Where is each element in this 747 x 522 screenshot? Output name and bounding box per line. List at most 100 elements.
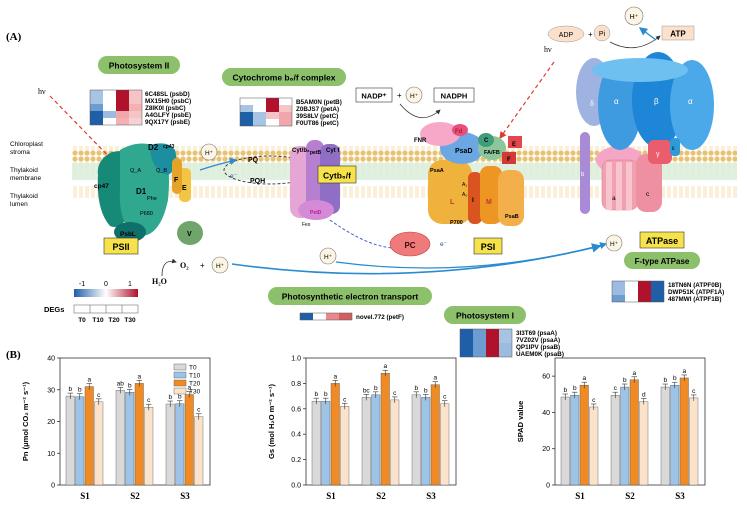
significance-letter: b bbox=[673, 375, 677, 382]
ps2-heatmap bbox=[89, 89, 143, 126]
pc-oval bbox=[389, 231, 431, 257]
category-label: S1 bbox=[575, 491, 585, 501]
cyt-sub-cytb6: Cyt/b₆ bbox=[292, 148, 310, 154]
significance-letter: b bbox=[168, 394, 172, 401]
y-tick-label: 0.0 bbox=[291, 483, 301, 490]
ps2-sub-e: E bbox=[182, 185, 187, 192]
y-tick-label: 0 bbox=[51, 483, 55, 490]
significance-letter: b bbox=[414, 385, 418, 392]
ps2-gene-3: Z8IK0I (psbC) bbox=[145, 105, 186, 112]
ps1-gene-3: QP1IPV (psaB) bbox=[516, 344, 560, 351]
nadph-arrow bbox=[399, 103, 441, 118]
cyt-box: Cytb₆/f bbox=[317, 165, 357, 184]
psii-box-label: PSII bbox=[112, 242, 129, 252]
pet-title-pill: Photosynthetic electron transport bbox=[268, 287, 432, 305]
significance-letter: a bbox=[137, 373, 141, 380]
bar bbox=[144, 407, 154, 486]
significance-letter: a bbox=[433, 375, 437, 382]
bar bbox=[75, 396, 85, 486]
cyt-box-label: Cytb₆/f bbox=[323, 171, 351, 181]
ps2-gene-2: MX15H0 (psbC) bbox=[145, 98, 191, 105]
bar bbox=[175, 403, 185, 486]
significance-letter: c bbox=[343, 396, 347, 403]
significance-letter: a bbox=[87, 377, 91, 384]
ps1-sub-a0: A₀ bbox=[462, 192, 467, 198]
proton-exit-arrow bbox=[638, 27, 657, 41]
significance-letter: b bbox=[374, 385, 378, 392]
bar bbox=[570, 394, 580, 486]
pq-label: PQ bbox=[248, 157, 259, 164]
deg-scale: -1 0 1 DEGs T0 T10 T20 T30 bbox=[44, 281, 139, 324]
thylakoid-membrane-label-1: Thylakoid bbox=[10, 167, 38, 174]
bar bbox=[411, 394, 421, 486]
cyt-gene-list: B5AM0N (petB) Z0BJS7 (petA) 39S8LV (petC… bbox=[296, 99, 342, 127]
bar bbox=[689, 397, 699, 486]
ps1-sub-a1: A₁ bbox=[462, 182, 467, 188]
ps1-sub-fafb: FA/FB bbox=[484, 150, 500, 156]
ps1-sub-i: I bbox=[472, 197, 474, 204]
ps1-sub-c: C bbox=[484, 138, 489, 144]
ps2-sub-psbl: PsbL bbox=[120, 231, 136, 238]
bar bbox=[361, 397, 371, 486]
category-label: S3 bbox=[426, 491, 436, 501]
atp-sub-gamma: γ bbox=[656, 151, 660, 158]
chloroplast-stroma-label-2: stroma bbox=[10, 149, 30, 156]
deg-time-4: T30 bbox=[124, 317, 136, 324]
legend-swatch bbox=[173, 387, 187, 395]
cyt-hplus-bubble bbox=[319, 247, 337, 265]
atp-gene-list: 18TN6N (ATPF0B) DWP51K (ATPF1A) 487MWI (… bbox=[668, 282, 724, 303]
significance-letter: b bbox=[314, 391, 318, 398]
psi-box-label: PSI bbox=[481, 242, 496, 252]
atp-sub-alpha-2: α bbox=[688, 97, 693, 106]
bar bbox=[65, 395, 75, 486]
bar bbox=[165, 403, 175, 486]
significance-letter: c bbox=[97, 392, 101, 399]
y-tick-label: 0.6 bbox=[291, 406, 301, 413]
ps2-gene-5: 9QX17Y (psbE) bbox=[145, 119, 190, 126]
category-label: S3 bbox=[180, 491, 190, 501]
thylakoid-membrane-label-2: membrane bbox=[10, 175, 41, 182]
bar bbox=[94, 401, 104, 486]
thylakoid-lumen-label-2: lumen bbox=[10, 201, 28, 208]
e-label-2: e⁻ bbox=[440, 241, 448, 248]
bar bbox=[134, 383, 144, 486]
y-tick-label: 0.2 bbox=[291, 457, 301, 464]
nadp-hplus: H⁺ bbox=[410, 93, 419, 100]
y-tick-label: 30 bbox=[47, 387, 55, 394]
psii-box: PSII bbox=[103, 237, 139, 255]
bar bbox=[660, 386, 670, 486]
significance-letter: a bbox=[582, 375, 586, 382]
y-tick-label: 20 bbox=[542, 446, 550, 453]
cytb6f-complex: Cyt/b₆ petB Cyt f PetD Fes bbox=[290, 140, 340, 228]
legend-swatch bbox=[173, 379, 187, 387]
y-tick-label: 40 bbox=[47, 356, 55, 363]
bar bbox=[390, 399, 400, 486]
significance-letter: b bbox=[424, 387, 428, 394]
cyt-sub-petd: PetD bbox=[310, 210, 322, 216]
cyt-sub-cytf: Cyt f bbox=[326, 148, 340, 154]
ps1-gene-1: 3I3T69 (psaA) bbox=[516, 330, 557, 337]
significance-letter: a bbox=[187, 385, 191, 392]
bar bbox=[184, 394, 194, 486]
bar bbox=[579, 385, 589, 486]
significance-letter: a bbox=[682, 368, 686, 375]
ps1-sub-m: M bbox=[486, 199, 492, 206]
light-arrow-left bbox=[49, 95, 121, 169]
psi-complex: FNR Fd PsaD C FA/FB E F PsaA L I M P700 … bbox=[414, 122, 524, 226]
cyt-heatmap bbox=[239, 97, 293, 127]
significance-letter: c bbox=[592, 397, 596, 404]
atp-heatmap bbox=[611, 280, 665, 303]
significance-letter: d bbox=[642, 392, 646, 399]
atp-hplus-bubble-top bbox=[624, 6, 644, 26]
adp-oval bbox=[547, 25, 585, 43]
deg-time-2: T10 bbox=[92, 317, 104, 324]
bar bbox=[560, 396, 570, 486]
ps1-sub-p700: P700 bbox=[450, 220, 463, 226]
bar bbox=[125, 392, 135, 486]
nadp-hplus-bubble bbox=[405, 86, 423, 104]
atp-hplus-lumen: H⁺ bbox=[610, 241, 619, 248]
bar bbox=[115, 390, 125, 486]
significance-letter: b bbox=[663, 377, 667, 384]
cyt-gene-3: 39S8LV (petC) bbox=[296, 113, 338, 120]
